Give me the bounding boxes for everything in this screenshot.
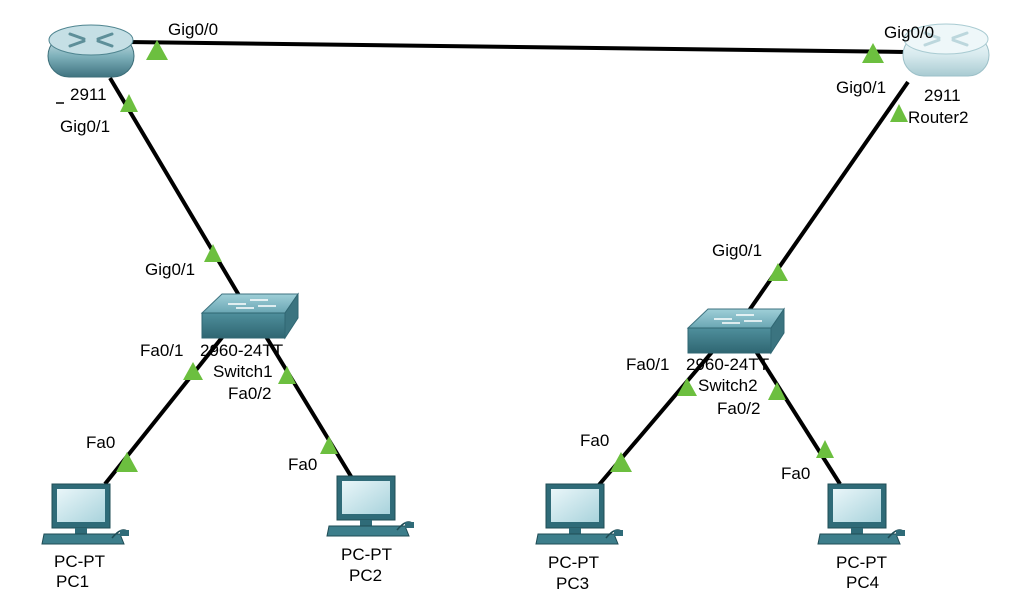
link-up-indicator	[768, 382, 786, 400]
link-up-indicator	[862, 43, 884, 63]
port-label-switch2-gig01: Gig0/1	[712, 241, 762, 260]
port-label-pc3-fa0: Fa0	[580, 431, 609, 450]
link-up-indicator	[116, 452, 138, 472]
port-labels: Gig0/0 Gig0/0 Gig0/1 Gig0/1 Gig0/1 Gig0/…	[60, 20, 934, 483]
port-label-pc2-fa0: Fa0	[288, 455, 317, 474]
switch2-model-label: 2960-24TT	[686, 355, 769, 374]
link-up-indicator	[204, 244, 222, 262]
router1-model-label: 2911	[70, 85, 107, 104]
router2-model-label: 2911	[924, 86, 961, 105]
link-up-indicator	[278, 366, 296, 384]
pc2-device[interactable]: PC-PT PC2	[326, 475, 414, 585]
port-label-router1-gig00: Gig0/0	[168, 20, 218, 39]
router-icon	[47, 24, 135, 78]
pc-icon	[41, 483, 129, 545]
pc2-model-label: PC-PT	[341, 545, 392, 564]
pc3-name-label: PC3	[556, 574, 589, 593]
switch1-device[interactable]: 2960-24TT Switch1	[200, 292, 299, 381]
link-up-indicator	[890, 104, 908, 122]
port-label-switch1-fa01: Fa0/1	[140, 341, 183, 360]
pc2-name-label: PC2	[349, 566, 382, 585]
switch1-model-label: 2960-24TT	[200, 341, 283, 360]
router2-device[interactable]: 2911 Router2	[902, 23, 990, 127]
cables	[103, 40, 910, 488]
link-up-indicator	[146, 40, 168, 60]
link-up-indicator	[120, 94, 138, 112]
switch2-device[interactable]: 2960-24TT Switch2	[686, 307, 785, 395]
switch-icon	[200, 292, 299, 340]
pc4-model-label: PC-PT	[836, 553, 887, 572]
link-status-indicators	[116, 40, 908, 472]
port-label-router2-gig01: Gig0/1	[836, 78, 886, 97]
link-up-indicator	[320, 436, 338, 454]
router2-name-label: Router2	[908, 108, 968, 127]
port-label-router2-gig00: Gig0/0	[884, 23, 934, 42]
link-up-indicator	[768, 263, 788, 281]
port-label-pc4-fa0: Fa0	[781, 464, 810, 483]
port-label-switch2-fa02: Fa0/2	[717, 399, 760, 418]
pc-icon	[326, 475, 414, 537]
switch-icon	[686, 307, 785, 355]
port-label-switch1-fa02: Fa0/2	[228, 384, 271, 403]
pc4-device[interactable]: PC-PT PC4	[817, 483, 905, 592]
pc1-model-label: PC-PT	[54, 552, 105, 571]
switch2-name-label: Switch2	[698, 376, 758, 395]
pc1-name-label: PC1	[56, 572, 89, 591]
port-label-switch2-fa01: Fa0/1	[626, 355, 669, 374]
link-up-indicator	[610, 452, 632, 472]
port-label-pc1-fa0: Fa0	[86, 433, 115, 452]
cable-router1-router2[interactable]	[124, 40, 906, 54]
pc-icon	[535, 483, 623, 545]
link-up-indicator	[677, 378, 697, 396]
router-icon	[902, 23, 990, 77]
pc3-device[interactable]: PC-PT PC3	[535, 483, 623, 593]
switch1-name-label: Switch1	[213, 362, 273, 381]
pc3-model-label: PC-PT	[548, 553, 599, 572]
cable-switch2-pc4[interactable]	[750, 343, 842, 486]
router1-device[interactable]: 2911	[47, 24, 135, 104]
pc4-name-label: PC4	[846, 573, 879, 592]
pc-icon	[817, 483, 905, 545]
link-up-indicator	[183, 362, 203, 380]
link-up-indicator	[816, 440, 834, 458]
pc1-device[interactable]: PC-PT PC1	[41, 483, 129, 591]
port-label-switch1-gig01: Gig0/1	[145, 260, 195, 279]
port-label-router1-gig01: Gig0/1	[60, 117, 110, 136]
